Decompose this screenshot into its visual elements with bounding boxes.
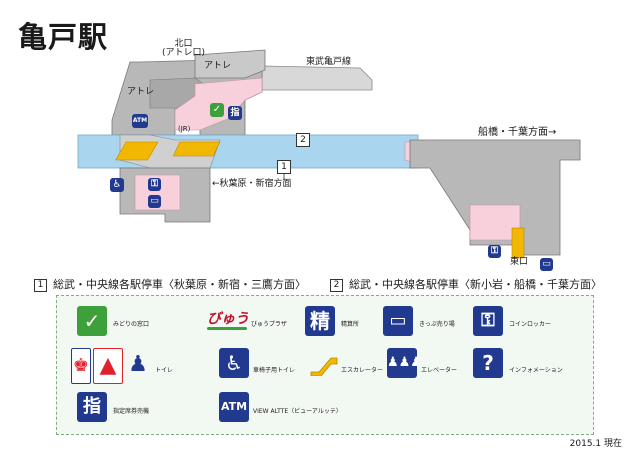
- jr-label: (JR): [178, 125, 191, 133]
- atm-map-icon: ATM: [132, 114, 148, 128]
- elevator-label: エレベーター: [421, 367, 458, 374]
- page-title: 亀戸駅: [18, 20, 109, 54]
- reserved-map-icon: 指: [228, 106, 242, 120]
- route-2: 2 総武・中央線各駅停車〈新小岩・船橋・千葉方面〉: [330, 276, 602, 292]
- east-locker-map-icon: ⚿: [488, 245, 501, 258]
- toilet-male-icon: ♟: [128, 352, 148, 377]
- viewplaza-underline: [207, 327, 247, 330]
- east-exit-label: 東口: [510, 257, 529, 267]
- route-1-number: 1: [34, 279, 47, 292]
- east-escalator: [511, 227, 525, 259]
- ticket-icon: ▭: [383, 306, 413, 336]
- midori-map-icon: ✓: [210, 103, 224, 117]
- info-icon: ?: [473, 348, 503, 378]
- east-ticket-map-icon: ▭: [540, 258, 553, 271]
- wheelchair-icon: ♿: [219, 348, 249, 378]
- info-label: インフォメーション: [509, 367, 563, 374]
- tobu-platform: [261, 65, 373, 91]
- platform-escalator-1: [115, 141, 159, 161]
- route-2-number: 2: [330, 279, 343, 292]
- viewplaza-label: びゅうプラザ: [251, 321, 287, 328]
- toilet-icons: ♚ ▲ ♟: [71, 348, 151, 384]
- atre-label-1: アトレ: [127, 87, 155, 97]
- wheelchair-map-icon: ♿: [110, 178, 124, 192]
- platform-2-tag: 2: [296, 133, 310, 147]
- viewplaza-logo: びゅう: [207, 311, 249, 327]
- north-exit-label: 北口 (アトレ口): [162, 39, 206, 58]
- atre-upper: [194, 49, 266, 79]
- tobu-line-label: 東武亀戸線: [306, 57, 352, 67]
- toilet-mixed-icon: ♚: [71, 348, 91, 384]
- south-concourse: [134, 174, 181, 211]
- ticket-map-icon: ▭: [148, 195, 161, 208]
- escalator-label: エスカレーター: [341, 367, 384, 374]
- legend-panel: ✓ みどりの窓口 びゅう びゅうプラザ 精 精算所 ▭ きっぷ売り場 ⚿ コイン…: [56, 295, 594, 435]
- elevator-icon: ♟♟♟: [387, 348, 417, 378]
- atm-label: VIEW ALTTE（ビューアルッテ）: [253, 408, 342, 415]
- reserved-label: 指定席券売機: [113, 408, 150, 415]
- platform-escalator-2: [172, 141, 221, 157]
- toilet-female-icon: ▲: [93, 348, 123, 384]
- seisan-icon: 精: [305, 306, 335, 336]
- midori-icon: ✓: [77, 306, 107, 336]
- seisan-label: 精算所: [341, 321, 360, 328]
- atre-label-2: アトレ: [204, 61, 232, 71]
- route-1-text: 総武・中央線各駅停車〈秋葉原・新宿・三鷹方面〉: [53, 278, 306, 291]
- key-icon: ⚿: [473, 306, 503, 336]
- atm-icon: ATM: [219, 392, 249, 422]
- date-note: 2015.1 現在: [569, 439, 622, 449]
- toilet-label: トイレ: [155, 367, 174, 374]
- platform-1-tag: 1: [277, 160, 291, 174]
- direction-akihabara: ←秋葉原・新宿方面: [212, 179, 292, 189]
- midori-label: みどりの窓口: [113, 321, 150, 328]
- route-2-text: 総武・中央線各駅停車〈新小岩・船橋・千葉方面〉: [349, 278, 602, 291]
- locker-map-icon: ⚿: [148, 178, 161, 191]
- route-1: 1 総武・中央線各駅停車〈秋葉原・新宿・三鷹方面〉: [34, 276, 306, 292]
- locker-label: コインロッカー: [509, 321, 552, 328]
- wheelchair-toilet-label: 車椅子用トイレ: [253, 367, 296, 374]
- ticket-label: きっぷ売り場: [419, 321, 455, 328]
- escalator-icon: [310, 357, 338, 376]
- reserved-ticket-icon: 指: [77, 392, 107, 422]
- direction-funabashi: 船橋・千葉方面→: [478, 127, 557, 138]
